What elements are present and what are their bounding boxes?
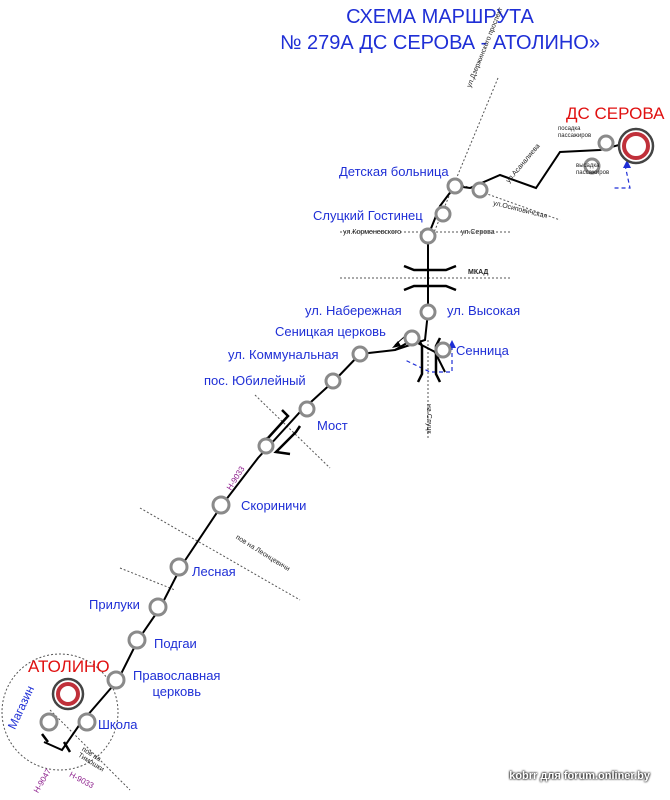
- road-most-cross: [254, 394, 331, 469]
- stop-marker-pravoslavnaya: [106, 670, 126, 690]
- stop-label-pravoslavnaya: Православная церковь: [133, 668, 221, 699]
- stop-label-senitsa: Сенница: [456, 343, 509, 358]
- road-lesnaya-cross: [119, 567, 176, 591]
- stop-label-priluki: Прилуки: [89, 597, 140, 612]
- note-posadka: посадка пассажиров: [558, 126, 592, 139]
- stop-marker-posadka: [597, 134, 615, 152]
- stop-marker-detskaya: [446, 177, 464, 195]
- stop-label-most: Мост: [317, 418, 348, 433]
- stop-label-vysokaya: ул. Высокая: [447, 303, 521, 318]
- terminal-atolino-marker: [51, 677, 85, 711]
- bridge-atolino: [41, 733, 72, 753]
- stop-label-senitskaya: Сеницкая церковь: [275, 324, 386, 339]
- return-path-senitsa: [404, 346, 453, 373]
- stop-marker-slutsky: [434, 205, 452, 223]
- stop-label-podgai: Подгаи: [154, 636, 197, 651]
- stop-marker-senitskaya: [403, 329, 421, 347]
- stop-marker-kommunalnaya: [351, 345, 369, 363]
- terminal-label-start: ДС СЕРОВА: [566, 104, 665, 123]
- bridge-slutsk: [416, 337, 442, 383]
- road-label-kormenevskogo: ул.Корменевского: [343, 229, 402, 236]
- stop-marker-senitsa: [434, 341, 452, 359]
- side-roads: [1, 77, 561, 791]
- stop-label-detskaya: Детская больница: [339, 164, 449, 179]
- terminal-serova-marker: [617, 127, 655, 165]
- road-label-mkad: МКАД: [468, 269, 489, 276]
- terminal-label-end: АТОЛИНО: [28, 657, 110, 676]
- senitskaya-arrowhead: [392, 341, 401, 348]
- map-title-line1: СХЕМА МАРШРУТА: [346, 6, 534, 28]
- stop-marker-priluki: [148, 597, 168, 617]
- map-title-line2: № 279А ДС СЕРОВА - АТОЛИНО»: [280, 32, 600, 54]
- stop-markers: [39, 134, 615, 732]
- road-label-na-slutsk: на Слуцк: [425, 404, 432, 434]
- return-path-serova: [614, 164, 631, 189]
- stop-marker-serova: [419, 227, 437, 245]
- stop-label-shkola: Школа: [98, 717, 138, 732]
- stop-marker-shkola: [77, 712, 97, 732]
- stop-label-naberezhnaya: ул. Набережная: [305, 303, 402, 318]
- stop-label-yubileyny: пос. Юбилейный: [204, 373, 306, 388]
- arrow-return-serova: [623, 160, 631, 168]
- stop-label-skorinichi: Скориничи: [241, 498, 307, 513]
- road-timoshki: [49, 709, 131, 791]
- note-vysadka: высадка пассажиров: [576, 163, 610, 176]
- stop-marker-oyskovskaya: [471, 181, 489, 199]
- route-branch-senitsa: [394, 338, 446, 373]
- stop-marker-podgai: [127, 630, 147, 650]
- stop-marker-naberezhnaya: [419, 303, 437, 321]
- road-leontsevichi: [139, 507, 301, 601]
- stop-marker-most2: [257, 437, 275, 455]
- road-label-serova: ул.Серова: [461, 229, 495, 236]
- stop-marker-skorinichi: [211, 495, 231, 515]
- road-dzerzhinskogo: [429, 77, 499, 243]
- stop-marker-lesnaya: [169, 557, 189, 577]
- stop-marker-magazin: [39, 712, 59, 732]
- stop-label-lesnaya: Лесная: [192, 564, 236, 579]
- bridge-mkad: [403, 264, 457, 292]
- stop-marker-vysadka: [583, 157, 601, 175]
- stop-label-slutsky: Слуцкий Гостинец: [313, 208, 423, 223]
- stop-marker-most: [298, 400, 316, 418]
- stop-label-kommunalnaya: ул. Коммунальная: [228, 347, 339, 362]
- atolino-zone: [1, 653, 119, 771]
- stop-marker-yubileyny: [324, 372, 342, 390]
- footer-watermark: kobrr для forum.onliner.by: [509, 770, 650, 782]
